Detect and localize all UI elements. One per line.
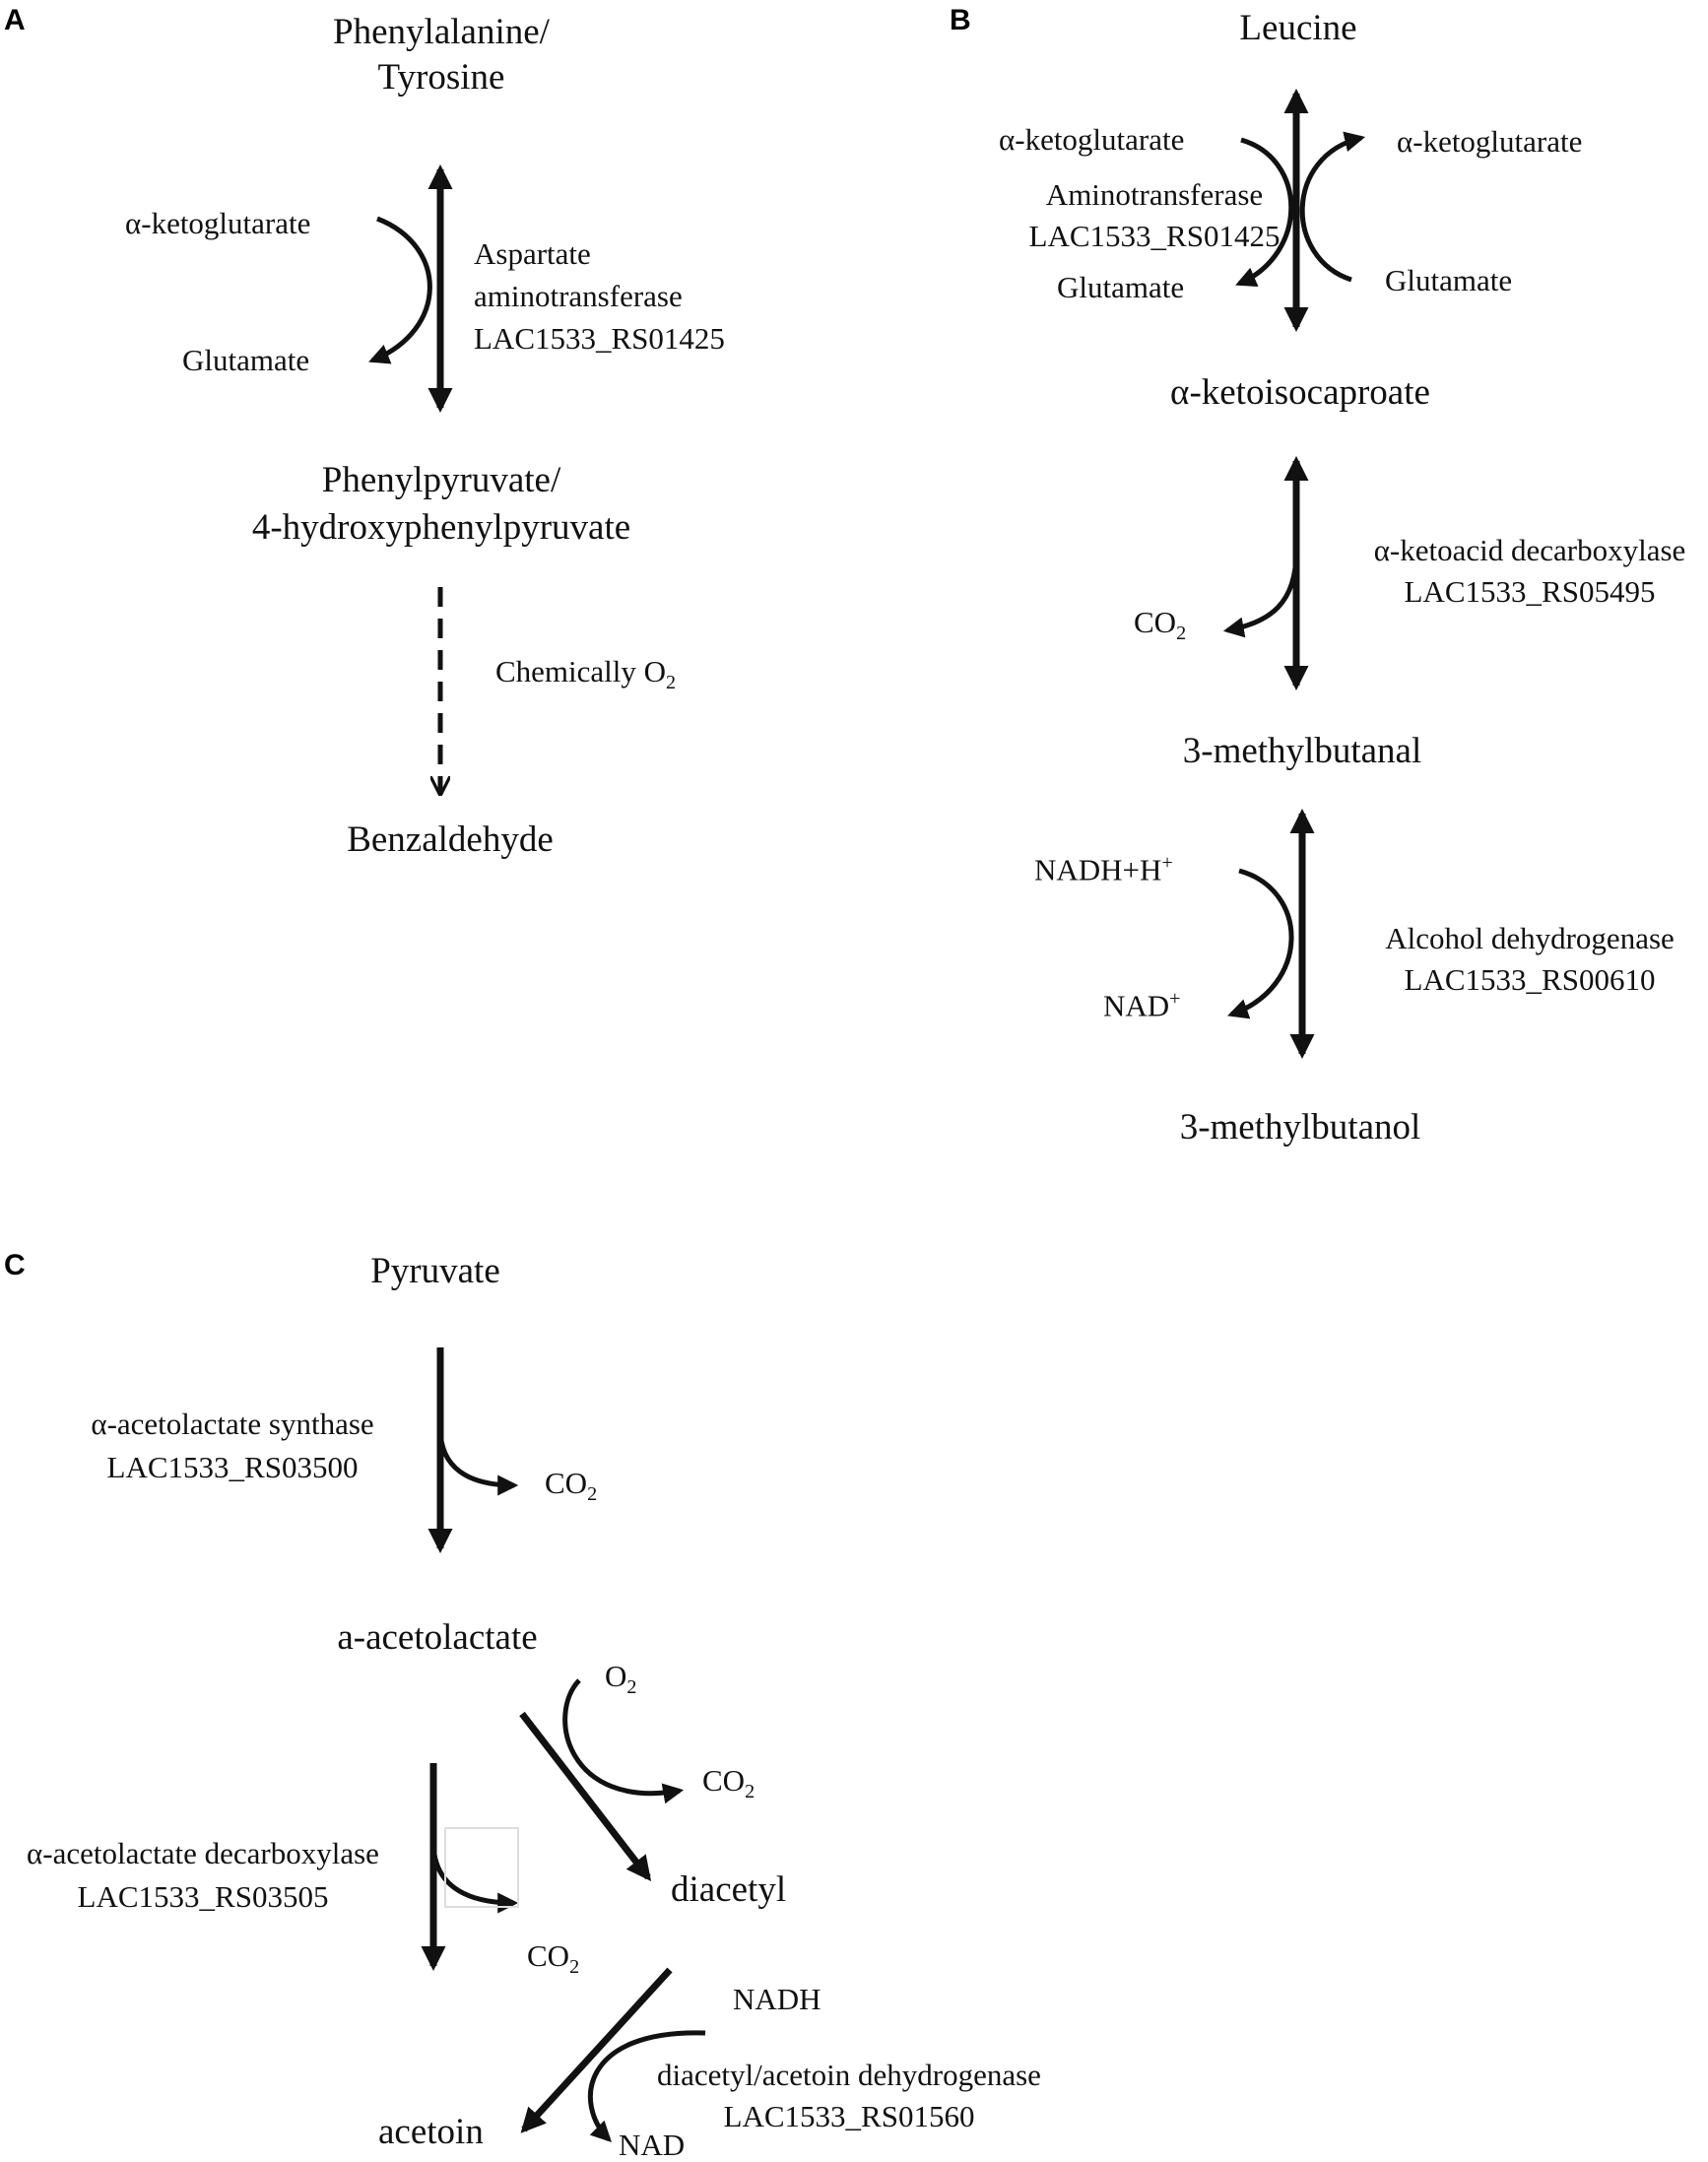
- c-curve-3: [430, 1841, 519, 1914]
- b-intermediate-2: 3-methylbutanal: [1182, 731, 1422, 771]
- b-enzyme3-line2: LAC1533_RS00610: [1404, 962, 1656, 997]
- b-curve-1-right: [1299, 131, 1366, 283]
- c-enzyme2-line2: LAC1533_RS03505: [77, 1879, 329, 1914]
- a-chem-text: Chemically O: [495, 654, 667, 688]
- b-cosubstrate-out-left: Glutamate: [1057, 270, 1185, 304]
- a-cosubstrate-in: α-ketoglutarate: [125, 206, 311, 240]
- a-start-line1: Phenylalanine/: [333, 12, 550, 52]
- a-start-compound: Phenylalanine/ Tyrosine: [333, 10, 550, 100]
- c-enzyme2-line1: α-acetolactate decarboxylase: [27, 1836, 379, 1870]
- a-enzyme-line2: aminotransferase: [474, 279, 683, 313]
- c-co2-2-sub: 2: [745, 1781, 755, 1803]
- c-arrow-4: [520, 1967, 673, 2133]
- b-curve-1-left: [1235, 137, 1294, 288]
- c-curve-4: [587, 2030, 706, 2142]
- c-enzyme3-line2: LAC1533_RS01560: [723, 2099, 975, 2133]
- a-chem-sub: 2: [666, 672, 677, 694]
- c-faint-box: [444, 1827, 519, 1908]
- a-enzyme-line3: LAC1533_RS01425: [474, 321, 725, 356]
- c-co2-3-text: CO: [527, 1938, 570, 1973]
- c-intermediate-compound: a-acetolactate: [337, 1617, 538, 1658]
- b-curve-2: [1222, 551, 1299, 638]
- a-chemical-step-label: Chemically O2: [495, 656, 676, 692]
- c-enzyme-2: α-acetolactate decarboxylase LAC1533_RS0…: [27, 1832, 379, 1919]
- c-nad-label: NAD: [619, 2128, 686, 2162]
- c-o2-text: O: [605, 1659, 627, 1693]
- panel-b-letter: B: [950, 4, 971, 36]
- c-enzyme-3: diacetyl/acetoin dehydrogenase LAC1533_R…: [657, 2055, 1041, 2137]
- a-intermediate-compound: Phenylpyruvate/ 4-hydroxyphenylpyruvate: [252, 457, 630, 552]
- a-cosubstrate-curve: [368, 216, 432, 364]
- c-co2-3-label: CO2: [527, 1940, 579, 1977]
- a-end-compound: Benzaldehyde: [347, 819, 554, 860]
- c-co2-3-sub: 2: [569, 1956, 580, 1979]
- b-nad-label: NAD+: [1103, 989, 1181, 1020]
- b-cosubstrate-in-right: Glutamate: [1385, 263, 1513, 297]
- b-nadh-label: NADH+H+: [1034, 853, 1173, 884]
- a-enzyme-line1: Aspartate: [474, 236, 591, 271]
- c-enzyme1-line1: α-acetolactate synthase: [91, 1407, 374, 1441]
- b-nadh-sup: +: [1161, 852, 1173, 874]
- b-enzyme2-line1: α-ketoacid decarboxylase: [1373, 533, 1686, 567]
- c-co2-2-label: CO2: [702, 1765, 755, 1802]
- b-cosubstrate-in-left: α-ketoglutarate: [999, 122, 1185, 157]
- c-nadh-label: NADH: [733, 1982, 821, 2016]
- b-intermediate-1: α-ketoisocaproate: [1170, 372, 1430, 413]
- a-mid-line1: Phenylpyruvate/: [321, 460, 561, 500]
- c-enzyme-1: α-acetolactate synthase LAC1533_RS03500: [91, 1403, 373, 1489]
- b-enzyme3-line1: Alcohol dehydrogenase: [1385, 921, 1675, 955]
- b-co2-label: CO2: [1134, 607, 1186, 643]
- b-nad-sup: +: [1169, 988, 1181, 1010]
- b-nadh-text: NADH+H: [1034, 852, 1162, 887]
- c-arrow-2: [519, 1711, 652, 1881]
- c-co2-1-text: CO: [545, 1466, 588, 1500]
- c-co2-2-text: CO: [702, 1763, 746, 1798]
- b-co2-sub: 2: [1176, 622, 1187, 645]
- b-end-compound: 3-methylbutanol: [1179, 1107, 1421, 1147]
- b-start-compound: Leucine: [1239, 8, 1357, 48]
- c-enzyme3-line1: diacetyl/acetoin dehydrogenase: [657, 2058, 1041, 2092]
- b-cosubstrate-out-right: α-ketoglutarate: [1397, 124, 1583, 159]
- c-o2-sub: 2: [626, 1676, 637, 1699]
- b-enzyme1-line1: Aminotransferase: [1045, 177, 1264, 212]
- panel-a-letter: A: [4, 4, 26, 36]
- b-curve-3: [1227, 868, 1294, 1019]
- a-cosubstrate-out: Glutamate: [182, 343, 310, 377]
- c-curve-2: [562, 1678, 685, 1804]
- b-co2-text: CO: [1134, 605, 1177, 639]
- b-enzyme-2: α-ketoacid decarboxylase LAC1533_RS05495: [1374, 530, 1686, 613]
- b-enzyme1-line2: LAC1533_RS01425: [1028, 219, 1281, 253]
- panel-c-letter: C: [4, 1249, 26, 1281]
- b-enzyme-3: Alcohol dehydrogenase LAC1533_RS00610: [1385, 918, 1675, 1001]
- c-o2-label: O2: [605, 1661, 636, 1697]
- a-mid-line2: 4-hydroxyphenylpyruvate: [251, 507, 631, 548]
- c-curve-1: [437, 1427, 519, 1496]
- b-nad-text: NAD: [1103, 988, 1170, 1023]
- c-acetoin: acetoin: [378, 2112, 484, 2152]
- c-diacetyl: diacetyl: [671, 1869, 787, 1910]
- c-co2-1-label: CO2: [545, 1468, 597, 1504]
- c-co2-1-sub: 2: [587, 1483, 598, 1506]
- c-enzyme1-line2: LAC1533_RS03500: [106, 1450, 359, 1484]
- b-enzyme-1: Aminotransferase LAC1533_RS01425: [1029, 174, 1281, 257]
- c-start-compound: Pyruvate: [370, 1251, 500, 1291]
- a-start-line2: Tyrosine: [377, 57, 505, 98]
- b-enzyme2-line2: LAC1533_RS05495: [1404, 574, 1656, 609]
- a-enzyme: Aspartate aminotransferase LAC1533_RS014…: [474, 232, 725, 360]
